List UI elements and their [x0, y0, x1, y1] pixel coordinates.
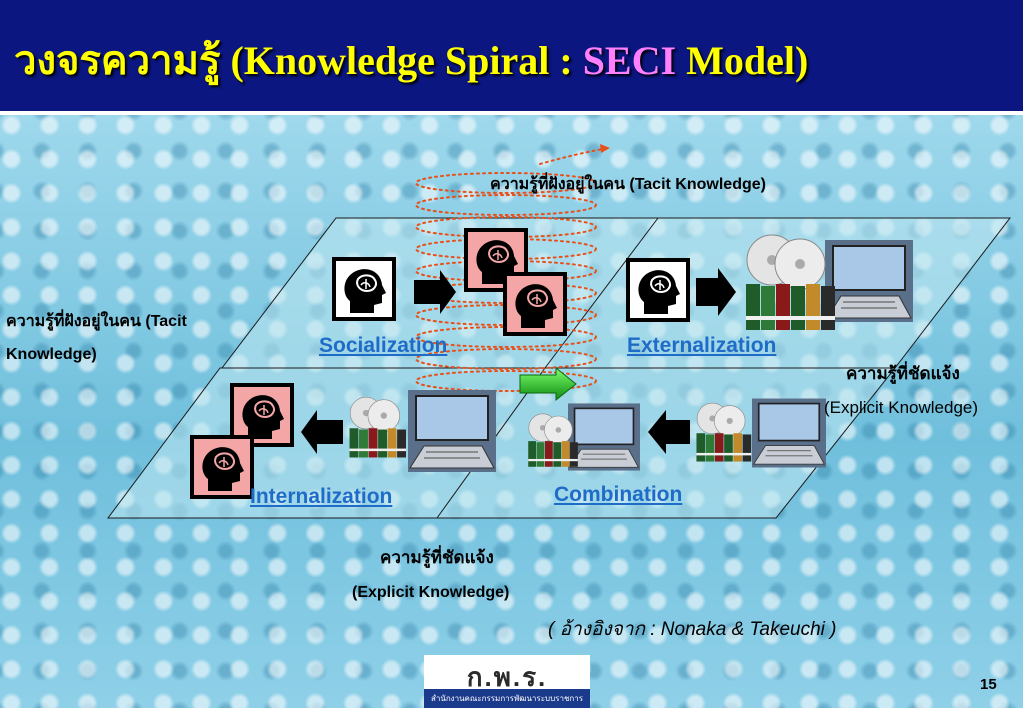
binders-cds-icon: [742, 234, 846, 330]
explicit-knowledge-label-bottom-line2: (Explicit Knowledge): [352, 584, 510, 601]
green-arrow-icon: [519, 366, 577, 402]
head-brain-icon: [464, 228, 528, 292]
head-brain-icon: [626, 258, 690, 322]
combination-label: Combination: [554, 483, 683, 506]
logo-subtext: สำนักงานคณะกรรมการพัฒนาระบบราชการ: [424, 689, 590, 708]
laptop-icon: [408, 390, 496, 472]
socialization-label: Socialization: [319, 334, 448, 357]
quadrant-divider-top: [544, 217, 659, 369]
explicit-knowledge-label-right-line2: (Explicit Knowledge): [824, 398, 979, 417]
explicit-knowledge-label-bottom-line1: ความรู้ที่ชัดแจ้ง: [380, 548, 494, 567]
title-bar: วงจรความรู้ (Knowledge Spiral : SECI Mod…: [0, 0, 1023, 115]
arrow-right-icon: [696, 268, 736, 316]
page-title: วงจรความรู้ (Knowledge Spiral : SECI Mod…: [14, 38, 809, 83]
internalization-label: Internalization: [250, 485, 393, 508]
laptop-icon: [752, 398, 826, 468]
binders-cds-icon: [526, 398, 584, 482]
head-brain-icon: [190, 435, 254, 499]
binders-cds-icon: [694, 390, 758, 474]
head-brain-icon: [503, 272, 567, 336]
page-number: 15: [980, 676, 997, 693]
externalization-label: Externalization: [627, 334, 777, 357]
tacit-knowledge-label-top: ความรู้ที่ฝังอยู่ในคน (Tacit Knowledge): [490, 176, 766, 193]
tacit-knowledge-label-left-line2: Knowledge): [6, 346, 97, 363]
explicit-knowledge-label-right-line1: ความรู้ที่ชัดแจ้ง: [846, 364, 960, 383]
arrow-left-icon: [648, 410, 690, 454]
citation: ( อ้างอิงจาก : Nonaka & Takeuchi ): [548, 619, 837, 640]
explicit-plane: [107, 367, 897, 519]
laptop-icon: [825, 240, 913, 322]
head-brain-icon: [332, 257, 396, 321]
logo-text: ก.พ.ร.: [466, 662, 548, 692]
tacit-knowledge-label-left-line1: ความรู้ที่ฝังอยู่ในคน (Tacit: [6, 313, 187, 330]
arrow-right-icon: [414, 270, 456, 314]
binders-cds-icon: [347, 382, 413, 472]
opdc-logo: ก.พ.ร. สำนักงานคณะกรรมการพัฒนาระบบราชการ: [424, 655, 590, 708]
laptop-icon: [568, 402, 640, 472]
spiral-arrowhead: [600, 144, 610, 153]
arrow-left-icon: [301, 410, 343, 454]
